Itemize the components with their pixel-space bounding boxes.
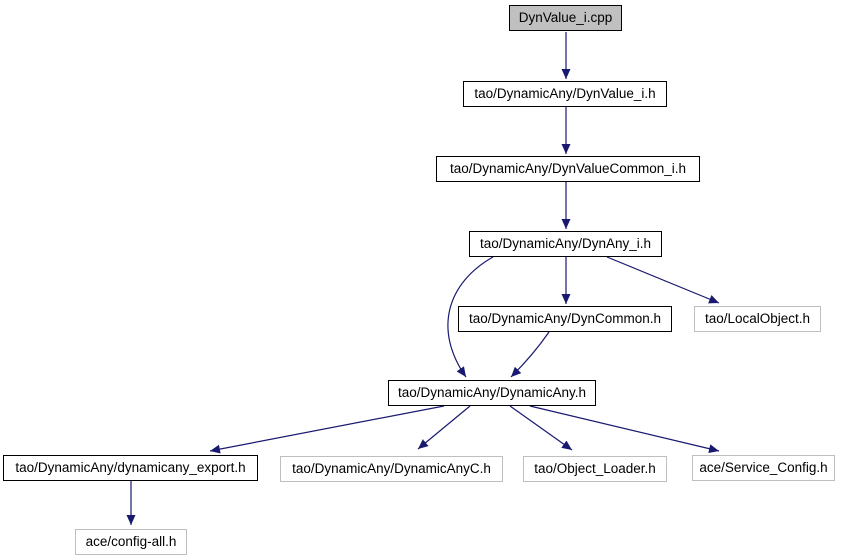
- edge-dyncommon-h-to-dynamicany-h: [510, 331, 550, 378]
- node-config-all-h: ace/config-all.h: [75, 529, 187, 555]
- node-service-config-h: ace/Service_Config.h: [692, 455, 835, 481]
- node-dynamicany-h[interactable]: tao/DynamicAny/DynamicAny.h: [388, 380, 596, 406]
- edge-dynamicany-h-to-object-loader-h: [509, 405, 573, 451]
- edge-dynany-h-to-localobject-h: [606, 256, 720, 304]
- node-dynvalue-i-h[interactable]: tao/DynamicAny/DynValue_i.h: [463, 81, 667, 107]
- node-dynany-i-h[interactable]: tao/DynamicAny/DynAny_i.h: [469, 231, 662, 257]
- edge-dynamicany-h-to-service-config-h: [529, 405, 720, 454]
- node-dyncommon-h[interactable]: tao/DynamicAny/DynCommon.h: [458, 306, 672, 332]
- node-object-loader-h: tao/Object_Loader.h: [523, 456, 667, 482]
- node-dynamicany-export-h[interactable]: tao/DynamicAny/dynamicany_export.h: [3, 455, 258, 481]
- node-localobject-h: tao/LocalObject.h: [694, 306, 821, 332]
- node-dynvalue-i-cpp: DynValue_i.cpp: [509, 5, 622, 31]
- node-dynvaluecommon-i-h[interactable]: tao/DynamicAny/DynValueCommon_i.h: [436, 156, 700, 182]
- edge-dynamicany-h-to-dynamicany-export-h: [209, 405, 445, 454]
- node-dynamicanyc-h: tao/DynamicAny/DynamicAnyC.h: [280, 456, 503, 482]
- edge-dynany-h-to-dynamicany-h: [447, 256, 494, 378]
- edge-dynamicany-h-to-dynamicanyc-h: [417, 405, 471, 450]
